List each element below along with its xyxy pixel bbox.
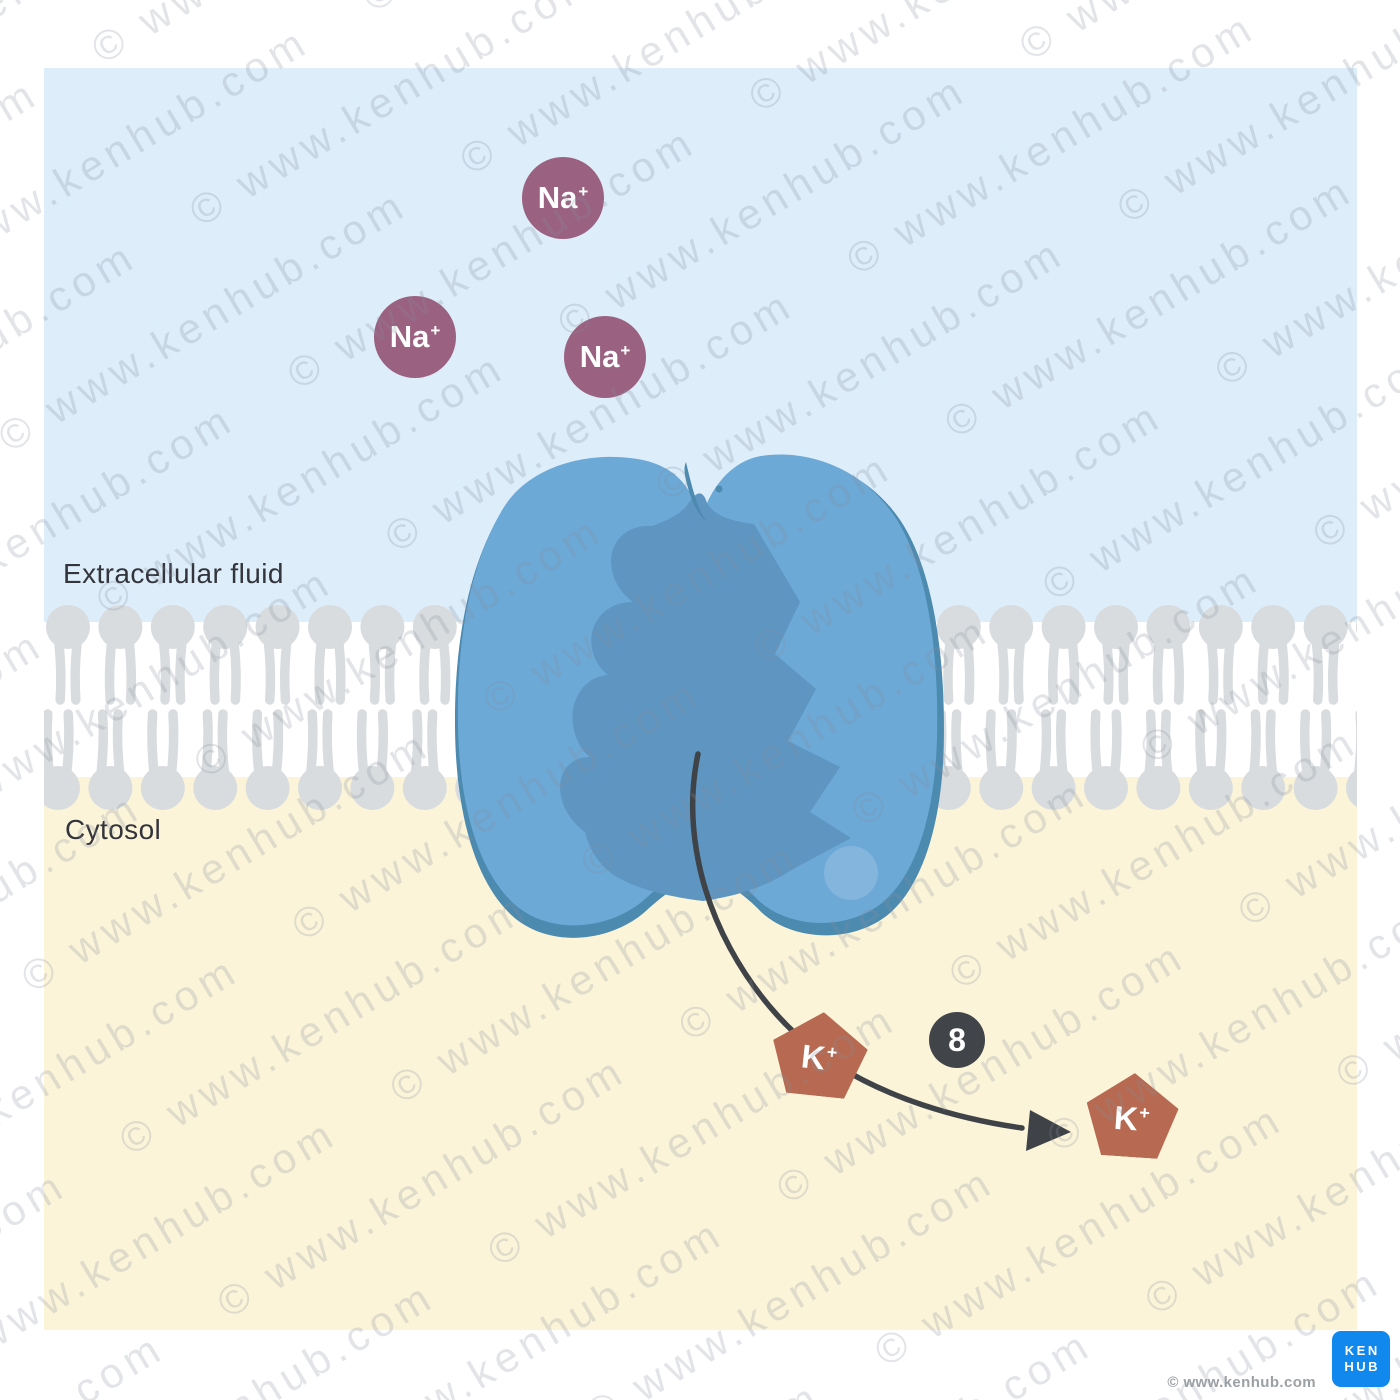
- potassium-ion-symbol: K: [1112, 1098, 1140, 1138]
- transport-arrow-path: [689, 751, 1025, 1131]
- potassium-ion-charge: +: [825, 1041, 839, 1063]
- kenhub-logo-line1: KEN: [1344, 1343, 1380, 1358]
- phospholipid: [412, 605, 457, 705]
- phospholipid: [308, 605, 352, 705]
- copyright-text: © www.kenhub.com: [1167, 1374, 1316, 1391]
- phospholipid: [979, 709, 1024, 810]
- phospholipid: [88, 709, 133, 810]
- phospholipid: [1031, 709, 1076, 810]
- sodium-ion-symbol: Na: [579, 339, 620, 374]
- sodium-ion-symbol: Na: [537, 180, 578, 215]
- phospholipid: [1356, 620, 1357, 634]
- potassium-ion-charge: +: [1138, 1102, 1151, 1124]
- pump-highlight-circle: [824, 846, 878, 900]
- transport-arrow-head: [1026, 1110, 1071, 1151]
- phospholipid: [1241, 709, 1286, 810]
- phospholipid: [1303, 605, 1348, 705]
- phospholipid: [350, 709, 395, 810]
- phospholipid: [150, 605, 195, 705]
- pump-cleft-dot: [715, 485, 723, 493]
- sodium-ion: Na+: [374, 296, 456, 378]
- sodium-potassium-pump: [454, 454, 944, 938]
- transport-arrow: [689, 751, 1071, 1151]
- phospholipid: [989, 605, 1034, 705]
- phospholipid: [98, 605, 143, 705]
- phospholipid: [1136, 709, 1181, 810]
- phospholipid: [203, 605, 248, 705]
- phospholipid: [1146, 605, 1191, 705]
- phospholipid: [1188, 709, 1233, 810]
- phospholipid: [298, 709, 342, 810]
- step-number-badge: 8: [929, 1012, 985, 1068]
- phospholipid: [1094, 605, 1138, 705]
- sodium-ion: Na+: [522, 157, 604, 239]
- phospholipid: [1084, 709, 1128, 810]
- sodium-ion-charge: +: [578, 182, 589, 202]
- phospholipid: [44, 709, 80, 810]
- potassium-ion-symbol: K: [799, 1037, 828, 1077]
- phospholipid: [193, 709, 238, 810]
- sodium-ion-charge: +: [430, 321, 441, 341]
- pump-cleft-curl: [684, 462, 706, 521]
- cytosol-label: Cytosol: [65, 814, 162, 845]
- phospholipid: [360, 605, 405, 705]
- pump-channel: [560, 493, 851, 901]
- phospholipid: [1251, 605, 1296, 705]
- phospholipid: [1041, 605, 1086, 705]
- phospholipid: [1293, 709, 1338, 810]
- phospholipid: [1198, 605, 1243, 705]
- sodium-ion: Na+: [564, 316, 646, 398]
- extracellular-fluid-label: Extracellular fluid: [63, 558, 284, 589]
- phospholipid: [936, 605, 981, 705]
- kenhub-logo-line2: HUB: [1344, 1359, 1381, 1374]
- phospholipid: [1346, 710, 1357, 808]
- sodium-ion-symbol: Na: [389, 319, 430, 354]
- sodium-ion-charge: +: [620, 341, 631, 361]
- kenhub-logo: KEN HUB: [1332, 1331, 1390, 1387]
- phospholipid: [402, 709, 447, 810]
- phospholipid: [46, 605, 90, 705]
- phospholipid: [245, 709, 290, 810]
- phospholipid: [140, 709, 185, 810]
- phospholipid: [255, 605, 300, 705]
